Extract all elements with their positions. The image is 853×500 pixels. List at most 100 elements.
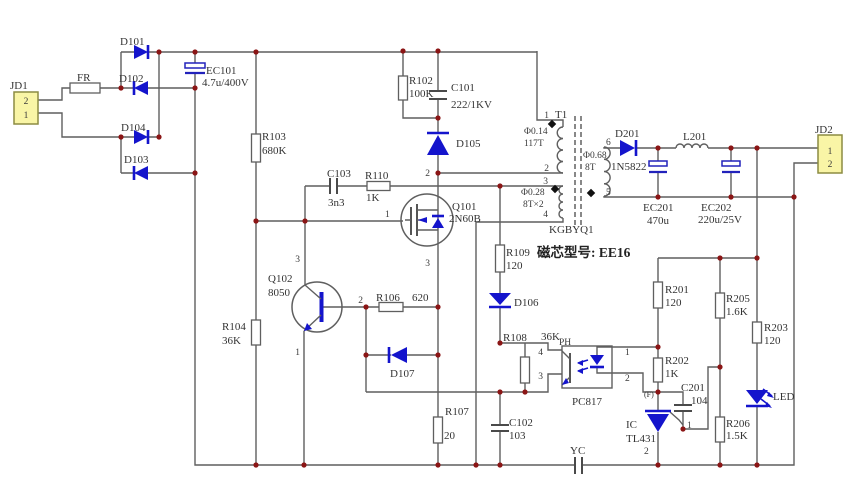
mosfet-q101: Q101 2N60B 1 2 3: [385, 169, 481, 269]
opto-ph-label: PH: [559, 338, 571, 348]
led-indicator: LED: [746, 388, 794, 408]
capacitor-yc: YC: [570, 445, 585, 474]
svg-text:220u/25V: 220u/25V: [698, 214, 742, 226]
led-label: LED: [773, 391, 794, 403]
jd1-pin-2: 2: [24, 97, 29, 107]
svg-text:YC: YC: [570, 445, 585, 457]
svg-text:R106: R106: [376, 292, 400, 304]
svg-text:2: 2: [625, 374, 630, 384]
resistor-r206: R206 1.5K: [714, 416, 750, 443]
svg-text:C201: C201: [681, 382, 705, 394]
svg-text:117T: 117T: [524, 139, 544, 149]
diode-d107: D107: [387, 347, 415, 380]
svg-text:IC: IC: [626, 419, 637, 431]
f-mark: (F): [644, 390, 654, 399]
svg-text:R102: R102: [409, 75, 433, 87]
tl431-pin-ref: 1: [687, 421, 692, 431]
svg-text:Q101: Q101: [452, 201, 476, 213]
svg-text:1N5822: 1N5822: [611, 161, 646, 173]
resistor-r107: R107 20: [432, 406, 469, 444]
jd1-pin-1: 1: [24, 111, 29, 121]
capacitor-ec201: EC201 470u: [643, 160, 674, 227]
resistor-r202: R202 1K: [652, 355, 689, 383]
t1-pin2: 2: [544, 164, 549, 174]
svg-text:EC202: EC202: [701, 202, 732, 214]
svg-text:D201: D201: [615, 128, 639, 140]
svg-text:D101: D101: [120, 36, 144, 48]
svg-text:D106: D106: [514, 297, 539, 309]
svg-text:R108: R108: [503, 332, 527, 344]
svg-text:L201: L201: [683, 131, 706, 143]
resistor-r201: R201 120: [652, 281, 689, 309]
svg-text:TL431: TL431: [626, 433, 656, 445]
svg-text:D107: D107: [390, 368, 415, 380]
resistor-r110: R110 1K: [365, 170, 391, 204]
connector-jd1: JD1 2 1: [10, 80, 39, 125]
optocoupler-pc817: PH PC817 4 3 1 2: [538, 338, 630, 408]
resistor-r108: R108 36K: [503, 331, 560, 384]
core-type-note: 磁芯型号: EE16: [537, 244, 631, 260]
svg-text:R103: R103: [262, 131, 286, 143]
resistor-r109: R109 120: [494, 244, 530, 273]
t1-name: T1: [555, 109, 567, 121]
capacitor-c103: C103 3n3: [327, 168, 351, 209]
svg-text:1.6K: 1.6K: [726, 306, 748, 318]
svg-text:R110: R110: [365, 170, 389, 182]
t1-pin3: 3: [543, 177, 548, 187]
capacitor-c102: C102 103: [491, 417, 533, 442]
wires: [38, 51, 818, 466]
t1-pin6: 6: [606, 138, 611, 148]
svg-text:470u: 470u: [647, 215, 670, 227]
svg-text:R203: R203: [764, 322, 788, 334]
svg-text:R206: R206: [726, 418, 750, 430]
svg-text:620: 620: [412, 292, 429, 304]
svg-text:36K: 36K: [222, 335, 241, 347]
svg-text:Φ0.28: Φ0.28: [521, 188, 545, 198]
svg-text:120: 120: [665, 297, 682, 309]
svg-text:120: 120: [506, 260, 523, 272]
svg-text:20: 20: [444, 430, 456, 442]
inductor-l201: L201: [675, 131, 709, 149]
diode-d106: D106: [489, 293, 539, 309]
svg-text:103: 103: [509, 430, 526, 442]
svg-text:R104: R104: [222, 321, 246, 333]
tl431-pin-anode: 2: [644, 447, 649, 457]
fusible-resistor-fr: FR: [69, 72, 101, 94]
t1-pin1: 1: [544, 111, 549, 121]
svg-text:EC101: EC101: [206, 65, 237, 77]
svg-text:1K: 1K: [366, 192, 380, 204]
svg-text:D104: D104: [121, 122, 146, 134]
t1-pin4: 4: [543, 210, 548, 220]
svg-text:680K: 680K: [262, 145, 287, 157]
shunt-regulator-tl431: IC TL431 1 2: [626, 409, 692, 457]
svg-text:8T×2: 8T×2: [523, 200, 544, 210]
svg-text:R109: R109: [506, 247, 530, 259]
diode-d102: D102: [119, 73, 148, 95]
jd1-label: JD1: [10, 80, 28, 92]
svg-text:D102: D102: [119, 73, 143, 85]
diode-d103: D103: [124, 154, 149, 180]
svg-text:1.5K: 1.5K: [726, 430, 748, 442]
svg-text:C101: C101: [451, 82, 475, 94]
svg-text:120: 120: [764, 335, 781, 347]
svg-text:Φ0.14: Φ0.14: [524, 127, 548, 137]
capacitor-ec101: EC101 4.7u/400V: [184, 62, 249, 89]
svg-text:222/1KV: 222/1KV: [451, 99, 492, 111]
t1-model: KGBYQ1: [549, 224, 594, 236]
svg-text:100K: 100K: [409, 88, 434, 100]
svg-text:8050: 8050: [268, 287, 291, 299]
diode-d105: D105: [427, 131, 481, 155]
svg-text:1: 1: [625, 348, 630, 358]
transformer-t1: 1 T1 2 3 4 6 5 Φ0.14 117T Φ0.28 8T×2 Φ0.…: [521, 109, 611, 236]
q101-pin-drain: 2: [425, 169, 430, 179]
q101-pin-gate: 1: [385, 210, 390, 220]
svg-text:R107: R107: [445, 406, 469, 418]
resistor-r106: R106 620: [376, 292, 429, 313]
svg-text:D103: D103: [124, 154, 149, 166]
resistor-r205: R205 1.6K: [714, 292, 750, 319]
diode-d201: D201 1N5822: [611, 128, 646, 173]
resistor-r103: R103 680K: [250, 131, 287, 163]
svg-text:C103: C103: [327, 168, 351, 180]
